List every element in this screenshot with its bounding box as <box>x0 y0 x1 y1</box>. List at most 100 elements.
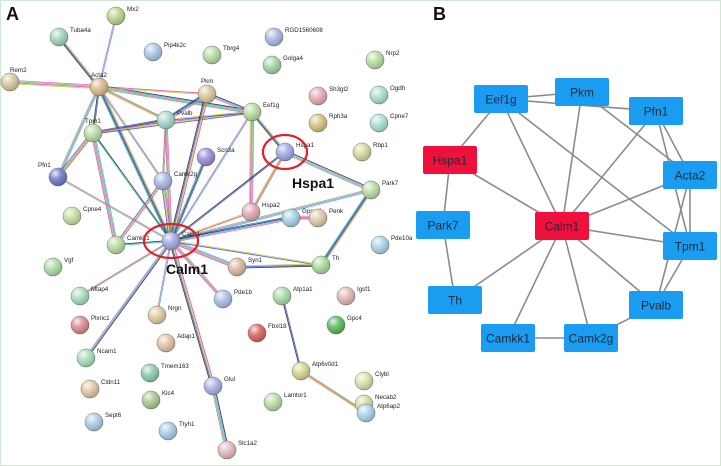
node-a-label: Tpm1 <box>85 118 101 125</box>
node-a-lamtor1[interactable]: Lamtor1 <box>263 392 307 412</box>
node-a-tpm1[interactable]: Tpm1 <box>83 118 103 143</box>
node-a-shine <box>44 258 62 276</box>
node-a-scn3a[interactable]: Scn3a <box>196 147 235 167</box>
node-a-glul[interactable]: Glul <box>203 376 235 396</box>
node-a-vgf[interactable]: Vgf <box>43 257 74 277</box>
node-a-shine <box>263 56 281 74</box>
node-a-plxnc1[interactable]: Plxnc1 <box>70 315 110 335</box>
node-a-slc1a2[interactable]: Slc1a2 <box>217 440 257 460</box>
node-b-pvalb[interactable]: Pvalb <box>629 291 683 319</box>
callout-label-calm1: Calm1 <box>166 261 208 277</box>
edge-acta2-pfn1 <box>56 86 101 178</box>
node-a-gpc4[interactable]: Gpc4 <box>326 315 362 335</box>
node-a-pde10a[interactable]: Pde10a <box>370 235 413 255</box>
edge-calm1-glul <box>168 240 216 387</box>
node-a-nrp2[interactable]: Nrp2 <box>365 50 400 70</box>
node-a-sept6[interactable]: Sept6 <box>84 412 122 432</box>
node-a-syn1[interactable]: Syn1 <box>227 257 263 277</box>
node-a-calm1[interactable]: Calm1 <box>161 231 200 251</box>
node-a-penk[interactable]: Penk <box>308 208 344 228</box>
edge-camk2g-camkk1 <box>114 180 165 246</box>
node-a-tuba4a[interactable]: Tuba4a <box>49 27 91 47</box>
node-a-hspa2[interactable]: Hspa2 <box>241 202 280 222</box>
node-a-eef1g[interactable]: Eef1g <box>242 102 280 122</box>
node-b-label: Pfn1 <box>644 105 669 119</box>
edge-pvalb-eef1g <box>165 111 253 121</box>
node-a-th[interactable]: Th <box>311 255 340 275</box>
node-a-mtap4[interactable]: Mtap4 <box>70 286 109 306</box>
node-a-igsf1[interactable]: Igsf1 <box>336 286 371 306</box>
node-a-nrgn[interactable]: Nrgn <box>147 305 182 325</box>
node-a-shine <box>203 46 221 64</box>
node-a-shine <box>107 236 125 254</box>
node-a-label: Fbxl18 <box>268 323 287 330</box>
node-b-park7[interactable]: Park7 <box>416 211 470 239</box>
callout-ring-calm1 <box>142 222 200 260</box>
node-b-pfn1[interactable]: Pfn1 <box>629 97 683 125</box>
node-a-acta2[interactable]: Acta2 <box>89 72 109 97</box>
node-a-park7[interactable]: Park7 <box>361 180 399 200</box>
node-a-pvalb[interactable]: Pvalb <box>156 110 193 130</box>
node-a-rph3a[interactable]: Rph3a <box>308 113 348 133</box>
edge-tuba4a-acta2 <box>57 36 101 88</box>
node-a-label: Plxnc1 <box>91 315 110 322</box>
node-a-cldn11[interactable]: Cldn11 <box>80 379 121 399</box>
node-a-label: Tbrg4 <box>223 45 240 52</box>
node-a-label: Golga4 <box>283 55 304 62</box>
node-a-pkm[interactable]: Pkm <box>197 78 217 104</box>
node-a-sh3gl2[interactable]: Sh3gl2 <box>308 86 349 106</box>
node-a-golga4[interactable]: Golga4 <box>262 55 304 75</box>
node-a-shine <box>309 87 327 105</box>
node-a-ogdh[interactable]: Ogdh <box>369 85 406 105</box>
edge-scn3a-calm1 <box>169 156 208 242</box>
node-a-pip4k2c[interactable]: Pip4k2c <box>143 42 186 62</box>
edge-tpm1-calm1 <box>92 132 172 242</box>
node-a-atp1a1[interactable]: Atp1a1 <box>272 286 313 306</box>
edge-mx2-acta2 <box>98 15 117 88</box>
node-a-adap1[interactable]: Adap1 <box>156 333 195 353</box>
node-a-cpne4[interactable]: Cpne4 <box>62 206 102 226</box>
node-b-label: Hspa1 <box>433 154 468 168</box>
node-a-shine <box>107 7 125 25</box>
node-a-mx2[interactable]: Mx2 <box>106 6 139 26</box>
edge-park7-th <box>319 188 373 267</box>
node-a-tbrg4[interactable]: Tbrg4 <box>202 45 240 65</box>
node-b-camkk1[interactable]: Camkk1 <box>481 324 535 352</box>
node-a-label: Pip4k2c <box>164 42 186 49</box>
node-a-shine <box>63 207 81 225</box>
node-a-ttyh1[interactable]: Ttyh1 <box>158 421 195 441</box>
node-a-camk2g[interactable]: Camk2g <box>153 171 198 191</box>
node-b-label: Tpm1 <box>675 240 706 254</box>
node-a-label: Rem2 <box>10 67 27 74</box>
node-a-pde1b[interactable]: Pde1b <box>213 289 252 309</box>
node-b-label: Acta2 <box>675 169 706 183</box>
node-a-camkk1[interactable]: Camkk1 <box>106 235 150 255</box>
node-a-ncam1[interactable]: Ncam1 <box>76 348 117 368</box>
node-a-atp6v0d1[interactable]: Atp6v0d1 <box>291 361 339 381</box>
node-a-label: Ttyh1 <box>179 421 195 428</box>
node-b-eef1g[interactable]: Eef1g <box>474 85 528 113</box>
node-a-rgd1560608[interactable]: RGD1560608 <box>264 27 323 47</box>
node-a-shine <box>353 143 371 161</box>
node-a-rbp1[interactable]: Rbp1 <box>352 142 388 162</box>
node-a-label: Park7 <box>382 180 399 187</box>
node-b-acta2[interactable]: Acta2 <box>663 161 717 189</box>
node-b-box <box>555 78 609 106</box>
node-a-cpne7[interactable]: Cpne7 <box>369 113 409 133</box>
node-a-fbxl18[interactable]: Fbxl18 <box>247 323 287 343</box>
node-b-box <box>663 161 717 189</box>
node-b-th[interactable]: Th <box>428 286 482 314</box>
node-a-tmem163[interactable]: Tmem163 <box>140 363 189 383</box>
node-b-pkm[interactable]: Pkm <box>555 78 609 106</box>
node-a-klc4[interactable]: Klc4 <box>141 390 175 410</box>
node-a-rem2[interactable]: Rem2 <box>0 67 27 92</box>
node-a-label: Pfn1 <box>38 162 51 169</box>
node-b-hspa1[interactable]: Hspa1 <box>423 146 477 174</box>
node-b-calm1[interactable]: Calm1 <box>535 212 589 240</box>
node-a-pfn1[interactable]: Pfn1 <box>38 162 68 187</box>
node-b-camk2g[interactable]: Camk2g <box>564 324 618 352</box>
node-a-clybl[interactable]: Clybl <box>354 371 389 391</box>
node-b-tpm1[interactable]: Tpm1 <box>663 232 717 260</box>
node-a-atp6ap2[interactable]: Atp6ap2 <box>356 403 401 423</box>
